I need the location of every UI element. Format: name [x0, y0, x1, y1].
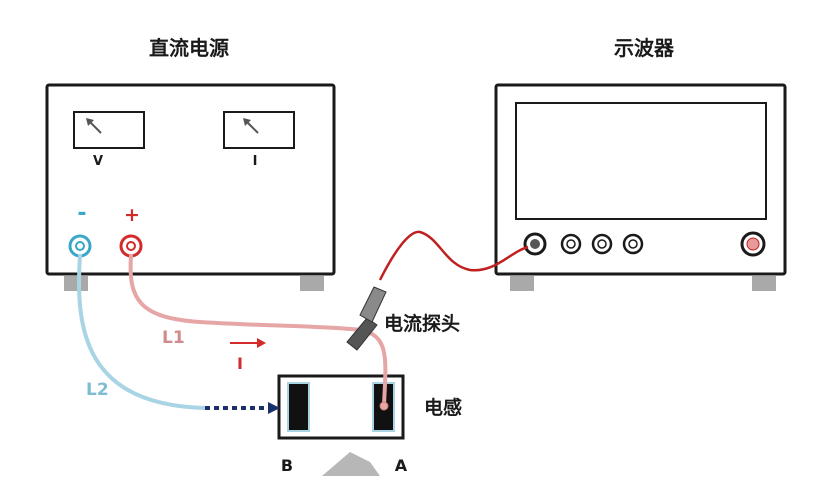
voltmeter-window	[73, 111, 145, 149]
bottom-shadow-shape	[322, 452, 380, 476]
oscilloscope-knob-3[interactable]	[591, 233, 613, 255]
voltmeter-needle-icon	[86, 118, 102, 134]
current-probe[interactable]	[346, 286, 387, 351]
terminal-a-label: A	[395, 456, 408, 475]
current-label: I	[237, 354, 243, 373]
probe-cable	[378, 230, 529, 281]
wire-l1-end	[379, 401, 389, 411]
oscilloscope-power-knob[interactable]	[740, 231, 766, 257]
arrow-head-icon	[268, 402, 280, 414]
inductor-label: 电感	[424, 396, 462, 419]
oscilloscope-foot-left	[510, 276, 534, 291]
oscilloscope-foot-right	[752, 276, 776, 291]
probe-label: 电流探头	[384, 312, 460, 335]
voltmeter-label: V	[93, 154, 103, 169]
oscilloscope-knob-4[interactable]	[622, 233, 644, 255]
plus-label: +	[124, 204, 140, 226]
wire-l2	[77, 254, 207, 410]
ammeter-label: I	[253, 154, 258, 169]
oscilloscope-title: 示波器	[614, 36, 675, 60]
minus-label: -	[77, 201, 86, 226]
wire-l1	[128, 254, 388, 407]
negative-terminal[interactable]	[68, 234, 92, 258]
oscilloscope-knob-2[interactable]	[560, 233, 582, 255]
ammeter: I	[223, 111, 295, 169]
power-supply-foot-right	[300, 276, 324, 291]
oscilloscope-input-knob[interactable]	[523, 232, 547, 256]
wire-l2-label: L2	[86, 380, 109, 400]
ammeter-needle-icon	[243, 118, 259, 134]
inductor-terminal-b-block	[287, 382, 310, 432]
ammeter-window	[223, 111, 295, 149]
oscilloscope-screen	[515, 102, 767, 220]
wire-l1-label: L1	[162, 328, 185, 348]
positive-terminal[interactable]	[119, 234, 143, 258]
terminal-b-label: B	[281, 456, 293, 475]
current-direction-arrow-icon	[230, 338, 266, 348]
power-supply-foot-left	[64, 276, 88, 291]
power-supply-title: 直流电源	[149, 36, 229, 60]
voltmeter: V	[73, 111, 145, 169]
